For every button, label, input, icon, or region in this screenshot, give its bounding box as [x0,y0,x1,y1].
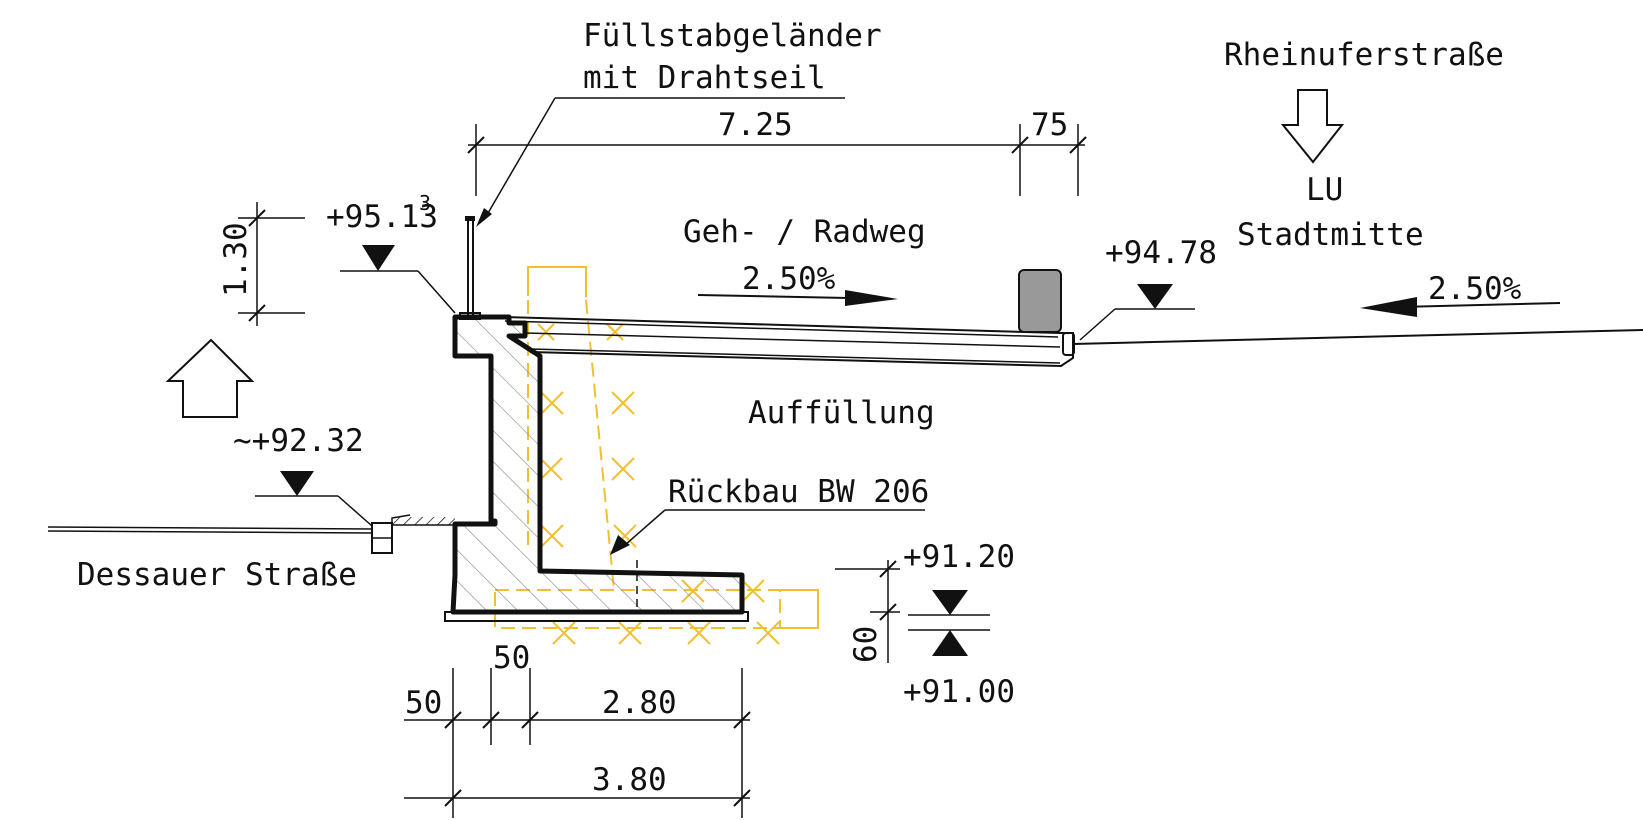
retaining-wall [444,314,749,622]
dim-heel-value: 2.80 [602,685,677,721]
dim-railing-height-value: 1.30 [218,222,254,297]
left-street [47,514,491,554]
dim-wall-left-value: 50 [405,685,442,721]
dim-wall-stem-value: 50 [493,640,530,676]
elev-road-right: +94.78 [1105,235,1217,271]
railing-label-line2: mit Drahtseil [583,60,826,96]
railing-label-line1: Füllstabgeländer [583,18,882,54]
slope-path-value: 2.50% [742,261,836,297]
slope-arrow-road [1360,297,1561,317]
elev-found-top: +91.20 [903,539,1015,575]
demolition-label: Rückbau BW 206 [668,474,929,510]
elev-marker-foundation [908,590,990,656]
dim-curb-width-value: 75 [1031,107,1068,143]
demolished-structure [494,266,819,645]
dim-found-height-value: 60 [848,626,884,663]
dim-railing-height [238,202,305,326]
street-right-label: Rheinuferstraße [1224,37,1504,73]
elev-found-bottom: +91.00 [903,674,1015,710]
sidewalk-slab [504,269,1643,368]
curb-block [1018,269,1062,333]
dim-total-value: 3.80 [592,762,667,798]
leader-demolition [610,509,925,555]
arrow-up-icon [165,338,255,418]
slope-road-value: 2.50% [1428,271,1522,307]
leader-railing [476,97,845,227]
elev-marker-top-wall [340,245,456,314]
dim-path-width [467,124,1087,196]
direction-label-line2: Stadtmitte [1237,217,1424,253]
elev-road-left: ~+92.32 [233,423,364,459]
railing [459,216,481,320]
fill-label: Auffüllung [748,395,935,431]
elev-top-wall-sup: 3 [419,191,431,215]
elev-marker-road-right [1079,284,1195,341]
dim-foundation-height [835,560,900,663]
street-left-label: Dessauer Straße [77,557,357,593]
slope-arrow-path [697,290,898,306]
elev-top-wall: +95.13 [326,199,438,235]
arrow-down-icon [1280,89,1345,164]
direction-label-line1: LU [1306,172,1343,208]
dim-foundation-width [404,668,751,818]
path-label: Geh- / Radweg [683,214,926,250]
elev-marker-road-left [255,471,373,527]
dim-path-width-value: 7.25 [718,107,793,143]
